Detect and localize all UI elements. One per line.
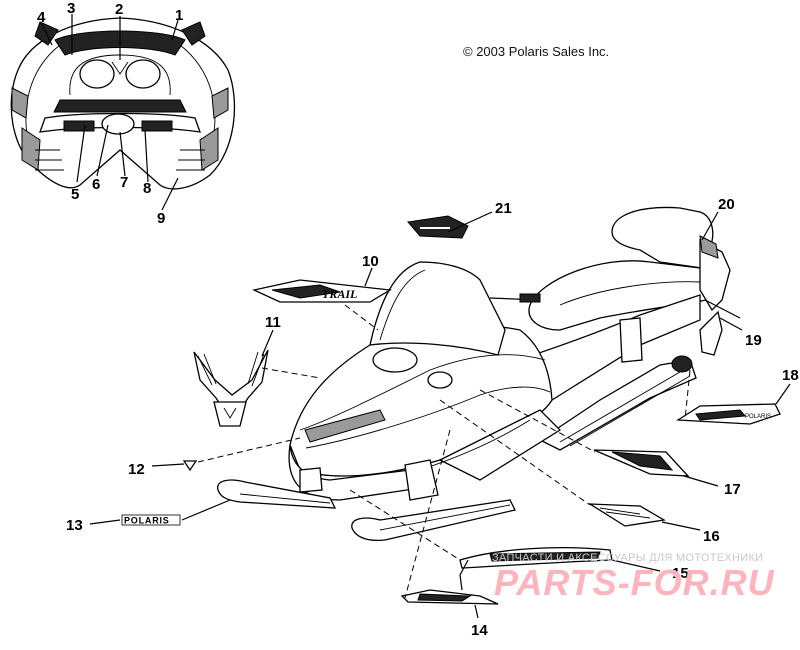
- decal-20: [699, 235, 719, 259]
- callout-6: 6: [92, 176, 100, 193]
- callout-numbers: 1 2 3 4 5 6 7 8 9 10 11 12 13 14 15 16 1…: [37, 0, 799, 639]
- decal-21: [407, 215, 469, 239]
- copyright-notice: © 2003 Polaris Sales Inc.: [463, 44, 610, 59]
- decal-15: [459, 547, 613, 569]
- callout-19: 19: [745, 332, 762, 349]
- decal-polaris-small-text: POLARIS: [745, 414, 771, 420]
- snowmobile: [217, 206, 731, 542]
- decal-11: [193, 349, 269, 427]
- callout-4: 4: [37, 9, 46, 26]
- callout-5: 5: [71, 186, 79, 203]
- callout-10: 10: [362, 253, 379, 270]
- callout-18: 18: [782, 367, 799, 384]
- decal-17: [593, 449, 690, 477]
- callout-8: 8: [143, 180, 151, 197]
- watermark-tagline: ЗАПЧАСТИ И АКСЕССУАРЫ ДЛЯ МОТОТЕХНИКИ: [492, 552, 764, 564]
- callout-13: 13: [66, 517, 83, 534]
- decal-14: [400, 589, 499, 605]
- callout-20: 20: [718, 196, 735, 213]
- hood-inset: [10, 17, 236, 190]
- callout-21: 21: [495, 200, 512, 217]
- decal-16: [587, 503, 666, 527]
- watermark-logo: PARTS-FOR.RU: [494, 562, 775, 603]
- callout-12: 12: [128, 461, 145, 478]
- callout-16: 16: [703, 528, 720, 545]
- decal-polaris-text: POLARIS: [124, 516, 170, 526]
- callout-7: 7: [120, 174, 128, 191]
- callout-14: 14: [471, 622, 488, 639]
- decal-trail-text: TRAIL: [322, 287, 357, 301]
- decal-18: POLARIS: [675, 403, 781, 425]
- callout-9: 9: [157, 210, 165, 227]
- callout-1: 1: [175, 7, 183, 24]
- decal-10: TRAIL: [251, 279, 392, 303]
- callout-2: 2: [115, 1, 123, 18]
- callout-17: 17: [724, 481, 741, 498]
- callout-3: 3: [67, 0, 75, 17]
- decal-13: POLARIS: [121, 514, 181, 526]
- callout-15: 15: [672, 565, 689, 582]
- callout-11: 11: [265, 314, 281, 331]
- decal-12: [182, 460, 198, 472]
